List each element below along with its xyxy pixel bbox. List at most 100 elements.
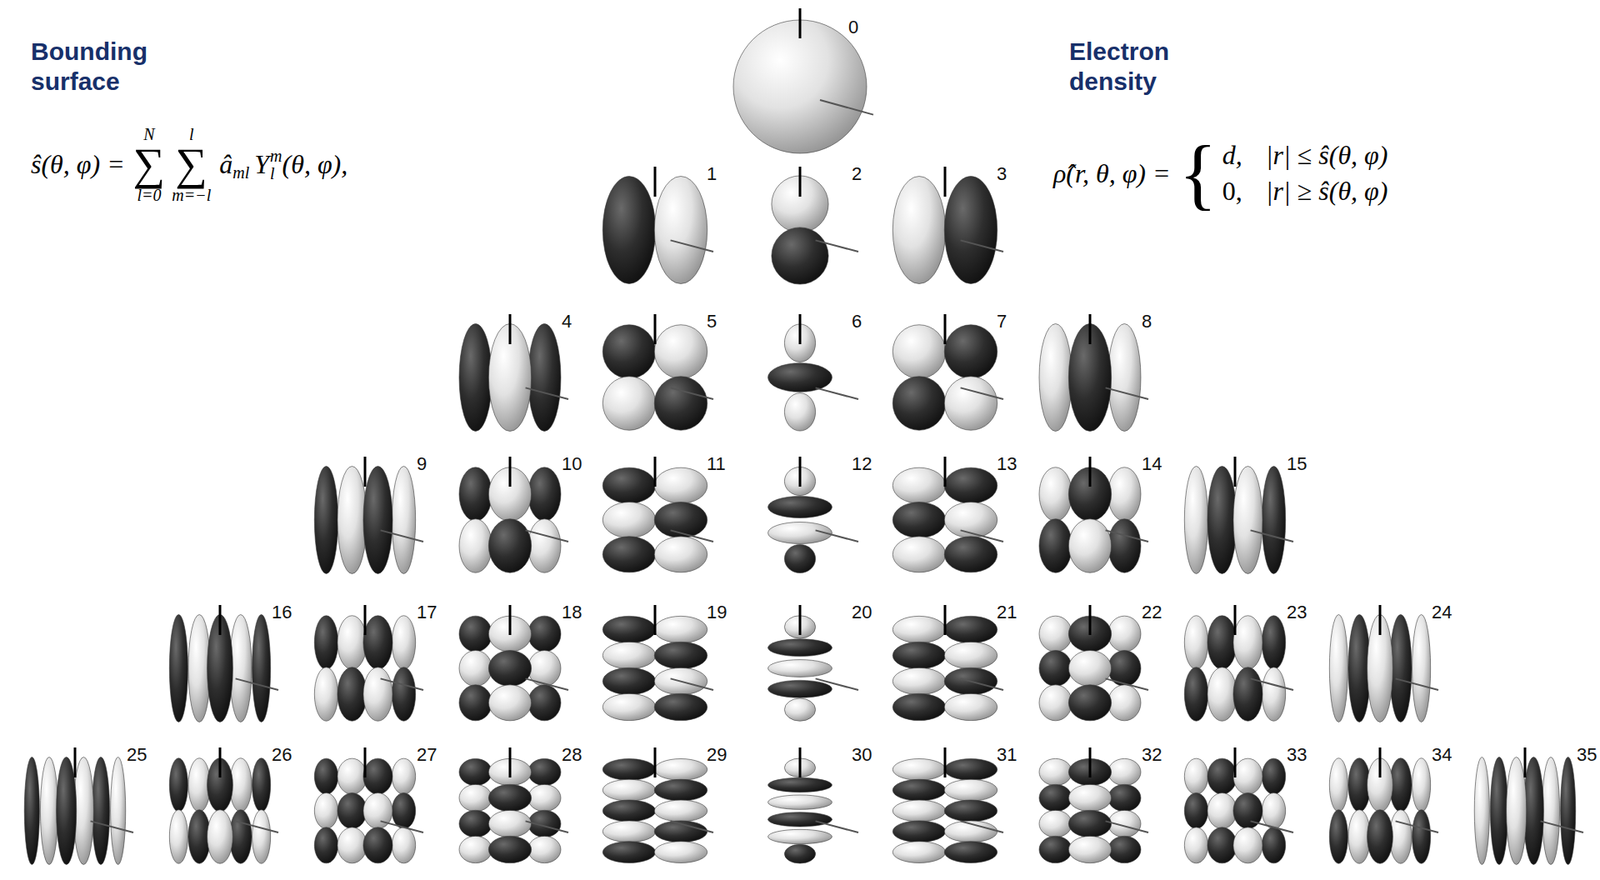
harmonic-lobe [1207,793,1237,830]
harmonic-lobe [337,758,367,795]
axis-line [1250,820,1294,833]
harmonic-lobe [892,502,945,539]
axis-line [525,820,569,833]
section-heading: Bounding surface [30,36,185,97]
harmonic-lobe [24,757,40,865]
harmonic-lobe [1039,685,1072,721]
harmonic-lobe [528,467,561,521]
harmonic-lobe [1207,758,1237,795]
axis-line [380,530,424,542]
harmonic-lobe [391,667,415,721]
axis-line [815,678,859,690]
harmonic-lobe [459,650,492,687]
harmonic-lobe [488,650,531,687]
harmonic-lobe [602,693,655,720]
axis-line [799,605,802,635]
axis-line [815,240,859,252]
harmonic-lobe [771,227,829,285]
harmonic-lobe [1068,519,1111,573]
harmonic-lobe [654,325,707,379]
harmonic-lobe [1541,757,1560,865]
axis-line [364,605,367,635]
callout-number: 34 [1431,745,1452,765]
harmonic-lobe [892,759,945,781]
axis-line [525,530,569,542]
callout-number: 16 [271,603,292,622]
axis-line [815,530,859,542]
harmonic-lobe [459,758,492,785]
harmonic-lobe [1367,810,1394,864]
harmonic-lobe [602,759,655,781]
harmonic-lobe [528,784,561,811]
harmonic-lobe [1039,784,1072,811]
harmonic-lobe [1184,466,1208,575]
axis-line [1089,605,1092,635]
harmonic-lobe [528,685,561,721]
harmonic-lobe [1184,667,1208,721]
harmonic-lobe [654,759,707,781]
callout-number: 4 [561,312,572,331]
axis-line [1524,747,1527,778]
harmonic-lobe [314,466,338,575]
axis-line [380,820,424,833]
harmonic-lobe [314,667,338,721]
harmonic-lobe [459,615,492,652]
harmonic-lobe [56,757,77,865]
harmonic-lobe [314,793,338,830]
callout-number: 24 [1431,603,1452,622]
harmonic-lobe [892,376,945,430]
summation: N∑l=0 [133,125,166,205]
harmonic-lobe [1261,615,1285,670]
harmonic-lobe [363,615,393,670]
harmonic-lobe [602,779,655,801]
formula-term: (θ, φ), [282,149,349,180]
harmonic-lobe [488,810,531,837]
callout-number: 1 [706,165,717,184]
axis-line [1395,678,1439,690]
axis-line [1250,530,1294,542]
callout-number: 9 [416,455,427,474]
harmonic-lobe [1068,784,1111,811]
axis-line [380,678,424,690]
harmonic-lobe [488,784,531,811]
formula-term: ρ̂(r, θ, φ) = [1053,158,1171,190]
harmonic-lobe [602,841,655,864]
harmonic-lobe [1039,519,1072,573]
harmonic-lobe [169,758,188,812]
harmonic-lobe [654,800,707,822]
harmonic-lobe [1039,650,1072,687]
harmonic-lobe [363,466,393,575]
axis-line [1379,605,1382,635]
harmonic-lobe [1039,810,1072,837]
harmonic-lobe [528,519,561,573]
axis-line [944,747,947,778]
harmonic-lobe [391,466,415,575]
axis-line [509,747,512,778]
callout-number: 22 [1141,603,1162,622]
harmonic-lobe [944,800,997,822]
harmonic-lobe [1233,615,1263,670]
axis-line [364,456,367,487]
axis-line [1089,314,1092,345]
axis-line [654,605,657,635]
harmonic-lobe [1108,685,1141,721]
axis-line [654,166,657,197]
harmonic-lobe [337,827,367,864]
axis-line [960,678,1004,690]
harmonic-lobe [892,615,945,643]
harmonic-lobe [391,793,415,830]
axis-line [1089,456,1092,487]
harmonic-lobe [1261,793,1285,830]
callout-number: 6 [851,312,862,331]
harmonic-lobe [1207,667,1237,721]
harmonic-lobe [459,685,492,721]
formula-term: â [219,149,233,180]
harmonic-lobe [459,835,492,863]
axis-line [944,314,947,345]
axis-line [219,747,222,778]
axis-line [1379,747,1382,778]
formula-subscript: l [270,165,275,183]
formula-term: ŝ(θ, φ) = [30,149,125,180]
harmonic-lobe [892,536,945,573]
harmonic-lobe [1329,615,1348,723]
